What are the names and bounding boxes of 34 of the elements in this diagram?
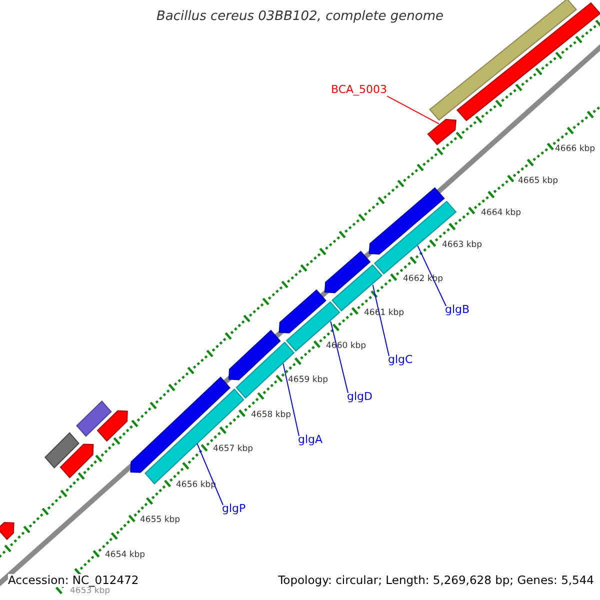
gene-feature (324, 250, 371, 294)
leader-line (282, 363, 300, 436)
gene-feature (44, 432, 80, 469)
scale-label: 4665 kbp (518, 177, 558, 186)
leader-line (330, 320, 348, 394)
gene-feature (228, 330, 281, 380)
leader-line (417, 245, 446, 306)
leader-line (386, 96, 440, 124)
footer-text: Topology: circular; Length: 5,269,628 bp; Genes: 5,544 (278, 574, 594, 587)
scale-label: 4653 kbp (70, 587, 110, 596)
gene-label: BCA_5003 (331, 84, 388, 96)
gene-feature (278, 289, 326, 334)
gene-label: glgP (222, 503, 246, 516)
leader-line (196, 443, 224, 506)
gene-feature (76, 400, 112, 437)
scale-label: 4666 kbp (555, 145, 596, 154)
gene-feature (456, 2, 600, 122)
scale-label: 4655 kbp (140, 516, 180, 526)
gene-label: glgC (388, 354, 413, 366)
gene-label: glgA (298, 434, 323, 446)
scale-label: 4654 kbp (105, 551, 146, 560)
scale-label: 4663 kbp (442, 241, 482, 250)
gene-label: glgB (445, 304, 470, 316)
scale-label: 4657 kbp (213, 445, 254, 454)
scale-label: 4664 kbp (481, 209, 522, 218)
gene-feature (96, 410, 128, 442)
footer-text: Accession: NC_012472 (8, 574, 139, 587)
scale-label: 4658 kbp (251, 411, 292, 420)
gene-feature (427, 118, 456, 146)
gene-feature (0, 522, 14, 540)
gene-label: glgD (347, 391, 372, 404)
scale-label: 4659 kbp (288, 376, 328, 386)
gene-feature (60, 444, 94, 478)
title: Bacillus cereus 03BB102, complete genome (156, 10, 444, 24)
